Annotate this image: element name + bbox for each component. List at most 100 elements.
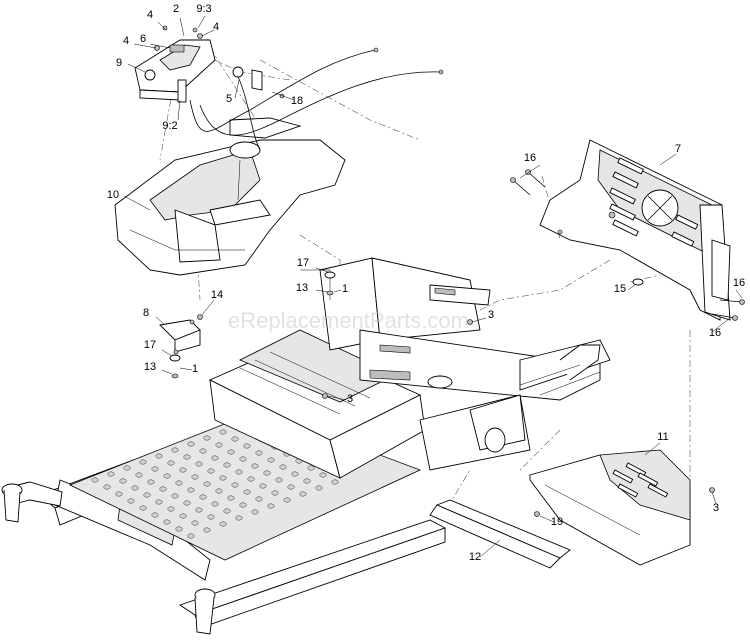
plate-slots	[609, 157, 699, 247]
chassis-frame	[1, 257, 611, 635]
callout-c16a: 16	[524, 152, 536, 164]
footrest-bracket	[529, 449, 691, 566]
floor-hole	[259, 483, 267, 489]
floor-hole	[215, 488, 223, 494]
floor-hole	[199, 448, 207, 454]
callout-c11: 11	[657, 431, 668, 443]
floor-hole	[235, 469, 243, 475]
floor-hole	[211, 455, 219, 461]
floor-hole	[179, 467, 187, 473]
footrest-slots	[612, 462, 669, 498]
callout-c5: 5	[226, 93, 232, 105]
fasteners	[169, 93, 745, 517]
callout-c2: 2	[173, 3, 179, 15]
callout-c8: 8	[143, 307, 149, 319]
floor-hole	[175, 526, 183, 532]
floor-hole	[155, 499, 163, 505]
floor-hole	[243, 443, 251, 449]
floor-hole	[315, 485, 323, 491]
floor-hole	[247, 476, 255, 482]
floor-hole	[219, 521, 227, 527]
floor-hole	[119, 478, 127, 484]
floor-hole	[267, 503, 275, 509]
floor-hole	[263, 470, 271, 476]
callout-c4b: 4	[213, 21, 219, 33]
watermark: eReplacementParts.com	[228, 308, 469, 333]
floor-hole	[191, 474, 199, 480]
floor-hole	[231, 482, 239, 488]
callout-c1a: 1	[342, 283, 348, 295]
floor-hole	[139, 505, 147, 511]
floor-hole	[135, 472, 143, 478]
floor-hole	[271, 490, 279, 496]
floor-hole	[151, 466, 159, 472]
floor-hole	[91, 477, 99, 483]
floor-hole	[203, 527, 211, 533]
floor-hole	[199, 494, 207, 500]
floor-hole	[307, 465, 315, 471]
floor-hole	[251, 463, 259, 469]
throttle-cables	[189, 47, 444, 151]
leader-lines	[123, 15, 743, 558]
floor-hole	[103, 484, 111, 490]
callout-c12: 12	[469, 551, 481, 563]
floor-hole	[299, 491, 307, 497]
callout-c6: 6	[140, 33, 146, 45]
floor-hole	[207, 514, 215, 520]
floor-hole	[195, 507, 203, 513]
floor-hole	[187, 487, 195, 493]
floor-hole	[215, 442, 223, 448]
control-panel-console	[134, 25, 216, 103]
floor-hole	[239, 502, 247, 508]
fuel-tank-body	[114, 117, 346, 276]
callout-c93: 9:3	[196, 3, 211, 15]
callout-c7: 7	[675, 143, 681, 155]
callout-c4a: 4	[147, 9, 153, 21]
floor-hole	[227, 449, 235, 455]
callout-c14: 14	[211, 289, 223, 301]
floor-hole	[255, 496, 263, 502]
floor-hole	[211, 501, 219, 507]
floor-hole	[159, 486, 167, 492]
floor-hole	[139, 459, 147, 465]
floor-hole	[183, 454, 191, 460]
floor-hole	[223, 462, 231, 468]
callout-c3a: 3	[488, 309, 494, 321]
floor-hole	[275, 477, 283, 483]
floor-hole	[175, 480, 183, 486]
floor-hole	[167, 460, 175, 466]
callout-c4c: 4	[123, 35, 129, 47]
callout-c17a: 17	[297, 257, 309, 269]
floor-hole	[319, 472, 327, 478]
floor-hole	[179, 513, 187, 519]
floor-hole	[235, 515, 243, 521]
floor-hole	[187, 533, 195, 539]
floor-hole	[303, 478, 311, 484]
mount-bracket	[159, 319, 201, 355]
callout-c15: 15	[614, 283, 626, 295]
floor-hole	[107, 471, 115, 477]
floor-hole	[115, 491, 123, 497]
floor-hole	[183, 500, 191, 506]
callout-c16c: 16	[709, 327, 721, 339]
floor-hole	[203, 435, 211, 441]
floor-hole	[151, 512, 159, 518]
floor-hole	[267, 457, 275, 463]
floor-hole	[251, 509, 259, 515]
floor-hole	[187, 441, 195, 447]
floor-hole	[171, 493, 179, 499]
callout-c16b: 16	[733, 277, 745, 289]
floor-hole	[203, 481, 211, 487]
floor-hole	[283, 497, 291, 503]
floor-hole	[147, 479, 155, 485]
floor-hole	[127, 498, 135, 504]
floor-hole	[131, 485, 139, 491]
floor-hole	[243, 489, 251, 495]
floor-hole	[331, 479, 339, 485]
floor-hole	[163, 473, 171, 479]
floor-hole	[171, 447, 179, 453]
floor-hole	[287, 484, 295, 490]
floor-hole	[123, 465, 131, 471]
